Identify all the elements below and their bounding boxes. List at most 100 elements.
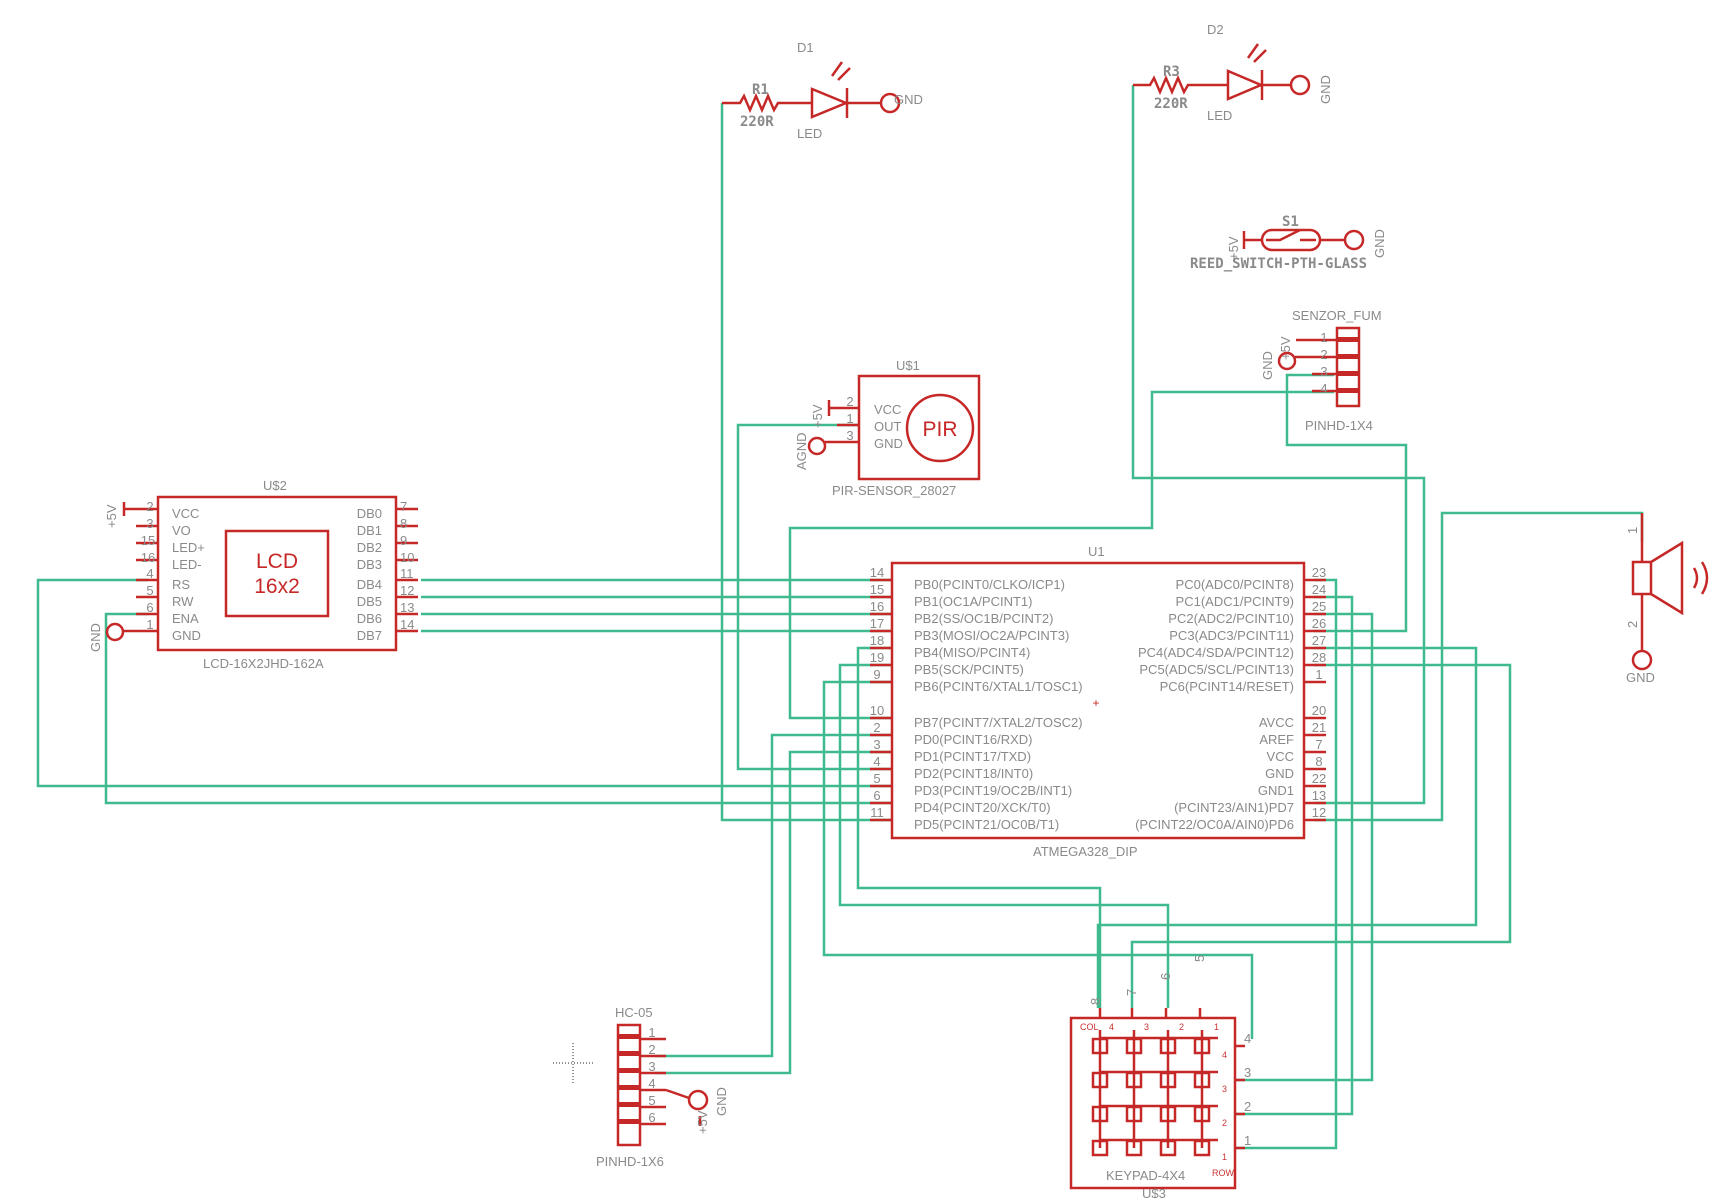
- pir-symbol-text: PIR: [922, 418, 957, 441]
- net-smoke-pc3: [1285, 373, 1408, 633]
- lcd-pin-label: GND: [172, 628, 201, 643]
- header-pin-icon: [1338, 337, 1358, 342]
- key-icon: [1091, 1139, 1109, 1157]
- lcd-text-line1: LCD: [256, 550, 298, 573]
- key-icon: [1125, 1071, 1143, 1089]
- smoke-sensor-header[interactable]: 1 2 3 4 SENZOR_FUM PINHD-1X4 +5V GND: [1260, 308, 1382, 433]
- mcu-pin-num: 3: [873, 737, 880, 752]
- pir-pin-num: 3: [846, 428, 853, 443]
- mcu-pin-num: 21: [1312, 720, 1326, 735]
- keypad-4x4[interactable]: COL ROW KEYPAD-4X4 U$3 8 7 6 5 4 3 2 1 4…: [1069, 955, 1251, 1198]
- pir-pin-label: GND: [874, 436, 903, 451]
- hc05-pin-num: 3: [648, 1059, 655, 1074]
- mcu-pin-num: 26: [1312, 616, 1326, 631]
- keypad-right-pin: 2: [1244, 1099, 1251, 1114]
- pir-sensor[interactable]: PIR U$1 PIR-SENSOR_28027 2 VCC 1 OUT 3 G…: [794, 358, 981, 498]
- mcu-pin-num: 1: [1315, 667, 1322, 682]
- mcu-pin-label: GND1: [1258, 783, 1294, 798]
- hc05-pin-num: 4: [648, 1076, 655, 1091]
- reed-name: S1: [1282, 214, 1299, 230]
- net-kp-pc5: [1130, 663, 1512, 1008]
- lcd-pin-label: RS: [172, 577, 190, 592]
- pir-value: PIR-SENSOR_28027: [832, 483, 956, 498]
- mcu-pin-num: 6: [873, 788, 880, 803]
- keypad-top-pin: 8: [1088, 998, 1103, 1005]
- key-icon: [1125, 1139, 1143, 1157]
- lcd-pin-label: VO: [172, 523, 191, 538]
- mcu-pin-num: 28: [1312, 650, 1326, 665]
- key-icon: [1091, 1105, 1109, 1123]
- mcu-pin-label: PB7(PCINT7/XTAL2/TOSC2): [914, 715, 1083, 730]
- mcu-pin-num: 22: [1312, 771, 1326, 786]
- net-led1: [720, 103, 892, 822]
- lcd-pin-label: ENA: [172, 611, 199, 626]
- reed-switch[interactable]: S1 REED_SWITCH-PTH-GLASS +5V GND: [1190, 214, 1387, 272]
- smoke-pin-num: 3: [1320, 364, 1327, 379]
- key-icon: [1091, 1037, 1109, 1055]
- mcu-pin-label: PC5(ADC5/SCL/PCINT13): [1139, 662, 1294, 677]
- r1-value: 220R: [740, 114, 774, 130]
- key-icon: [1193, 1105, 1211, 1123]
- mcu-pin-num: 2: [873, 720, 880, 735]
- atmega328-ic[interactable]: U1 ATMEGA328_DIP 14 PB0(PCINT0/CLKO/ICP1…: [870, 544, 1326, 859]
- lcd-pin-num: 10: [400, 550, 414, 565]
- mcu-left-pins: [870, 578, 892, 822]
- smoke-pin-num: 2: [1320, 347, 1327, 362]
- mcu-pin-num: 27: [1312, 633, 1326, 648]
- mcu-pin-num: 13: [1312, 788, 1326, 803]
- d2-name: D2: [1207, 22, 1224, 37]
- mcu-pin-num: 7: [1315, 737, 1322, 752]
- lcd-pin-label: LED-: [172, 557, 202, 572]
- keypad-col-num: 3: [1144, 1022, 1149, 1032]
- net-smoke-out: [788, 390, 1334, 720]
- mcu-pin-label: PD3(PCINT19/OC2B/INT1): [914, 783, 1072, 798]
- pir-pin-num: 1: [846, 411, 853, 426]
- mcu-pin-label: PC0(ADC0/PCINT8): [1176, 577, 1294, 592]
- lcd-pin-label: RW: [172, 594, 194, 609]
- keypad-top-pin: 5: [1192, 955, 1207, 962]
- resistor-icon: [1133, 74, 1224, 96]
- lcd-pin-num: 16: [141, 550, 155, 565]
- smoke-name: SENZOR_FUM: [1292, 308, 1382, 323]
- speaker[interactable]: 1 2 GND: [1625, 513, 1709, 685]
- key-icon: [1091, 1071, 1109, 1089]
- pir-name: U$1: [896, 358, 920, 373]
- keypad-col-num: 4: [1109, 1022, 1114, 1032]
- mcu-pin-label: PB1(OC1A/PCINT1): [914, 594, 1032, 609]
- hc05-name: HC-05: [615, 1005, 653, 1020]
- led1-assembly[interactable]: R1 220R GND D1 LED: [722, 40, 923, 141]
- speaker-body-icon: [1631, 560, 1653, 596]
- mcu-right-pins: [1304, 578, 1326, 822]
- lcd-pin-num: 6: [146, 600, 153, 615]
- hc05-value: PINHD-1X6: [596, 1154, 664, 1169]
- net-hc05-rx: [655, 733, 892, 1058]
- keypad-right-pin: 4: [1244, 1031, 1251, 1046]
- ground-icon: [1277, 351, 1297, 371]
- smoke-gnd-label: GND: [1260, 351, 1275, 380]
- net-ena: [104, 612, 892, 805]
- reed-value: REED_SWITCH-PTH-GLASS: [1190, 256, 1367, 272]
- keypad-right-pin: 1: [1244, 1133, 1251, 1148]
- led-diode-icon: [1226, 69, 1265, 101]
- ground-icon: [687, 1089, 709, 1111]
- ground-icon: [1289, 74, 1311, 96]
- ground-icon: [1343, 229, 1365, 251]
- pir-lens-icon: [905, 393, 975, 463]
- mcu-pin-num: 16: [870, 599, 884, 614]
- mcu-pin-num: 19: [870, 650, 884, 665]
- lcd-pin-label: DB1: [357, 523, 382, 538]
- mcu-pin-label: PC6(PCINT14/RESET): [1160, 679, 1294, 694]
- mcu-pin-label: AREF: [1259, 732, 1294, 747]
- hc05-pin-num: 6: [648, 1110, 655, 1125]
- mcu-pin-num: 24: [1312, 582, 1326, 597]
- header-pin-icon: [1338, 354, 1358, 359]
- key-icon: [1193, 1037, 1211, 1055]
- hc05-header[interactable]: 1 2 3 4 5 6 HC-05 PINHD-1X6 GND +5V: [596, 1005, 729, 1169]
- lcd-pin-num: 11: [400, 566, 414, 581]
- speaker-pin-num: 2: [1625, 621, 1640, 628]
- lcd-pin-num: 2: [146, 499, 153, 514]
- led2-assembly[interactable]: R3 220R GND D2 LED: [1133, 22, 1333, 123]
- lcd-16x2[interactable]: LCD 16x2 U$2 LCD-16X2JHD-162A 2 VCC 3 VO…: [88, 478, 418, 671]
- header-pin-icon: [619, 1085, 639, 1090]
